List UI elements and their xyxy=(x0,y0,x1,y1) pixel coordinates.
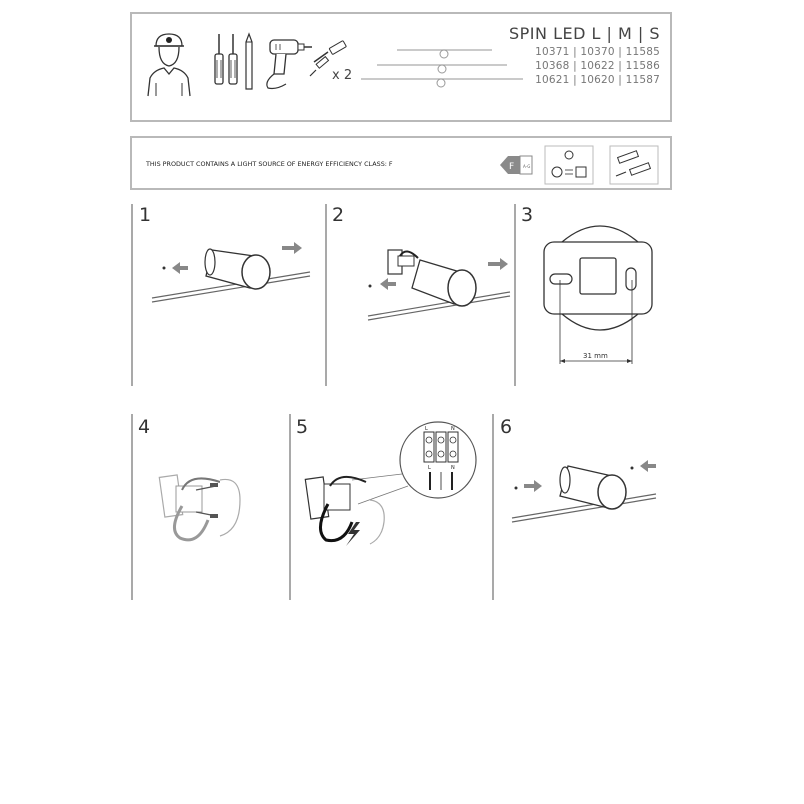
product-code-line-2: 10368 | 10622 | 11586 xyxy=(535,60,660,72)
energy-scale-label: A-G xyxy=(523,164,530,169)
step-number-6: 6 xyxy=(500,416,513,438)
size-diagram xyxy=(361,49,523,88)
step-number-3: 3 xyxy=(521,204,534,226)
divider-step-4 xyxy=(131,414,133,600)
step-5-illustration: L N L N xyxy=(304,421,477,546)
product-code-line-1: 10371 | 10370 | 11585 xyxy=(535,46,660,58)
multiplier-label: x 2 xyxy=(332,68,353,83)
terminal-top-label-l: L xyxy=(425,426,428,432)
energy-panel: THIS PRODUCT CONTAINS A LIGHT SOURCE OF … xyxy=(130,136,672,190)
screws-icon xyxy=(309,40,347,77)
divider-step-6 xyxy=(492,414,494,600)
drill-icon xyxy=(266,39,312,90)
driver-replaceable-icon xyxy=(609,145,659,185)
energy-statement: THIS PRODUCT CONTAINS A LIGHT SOURCE OF … xyxy=(146,160,393,168)
step-6-illustration xyxy=(511,460,657,523)
step-3-illustration xyxy=(543,225,653,364)
energy-class-letter: F xyxy=(509,162,514,172)
step-1-illustration xyxy=(151,242,311,303)
dimension-label: 31 mm xyxy=(583,352,608,360)
step-4-illustration xyxy=(158,474,241,542)
step-2-illustration xyxy=(367,249,511,321)
step-number-2: 2 xyxy=(332,204,345,226)
screwdrivers-icon xyxy=(214,34,238,85)
installer-icon xyxy=(147,33,191,97)
divider-step-5 xyxy=(289,414,291,600)
step-number-5: 5 xyxy=(296,416,309,438)
product-title: SPIN LED L | M | S xyxy=(508,24,660,43)
terminal-bottom-label-n: N xyxy=(451,465,455,471)
step-number-1: 1 xyxy=(139,204,152,226)
pencil-icon xyxy=(245,32,253,90)
product-code-line-3: 10621 | 10620 | 11587 xyxy=(535,74,660,86)
divider-step-3 xyxy=(514,204,516,386)
terminal-bottom-label-l: L xyxy=(428,465,431,471)
step-number-4: 4 xyxy=(138,416,151,438)
bulb-replaceable-icon xyxy=(544,145,594,185)
energy-class-icon: F A-G xyxy=(500,155,533,175)
terminal-top-label-n: N xyxy=(451,426,455,432)
divider-step-2 xyxy=(325,204,327,386)
divider-step-1 xyxy=(131,204,133,386)
header-panel: x 2 SPIN LED L | M | S 10371 | 10370 | 1… xyxy=(130,12,672,122)
